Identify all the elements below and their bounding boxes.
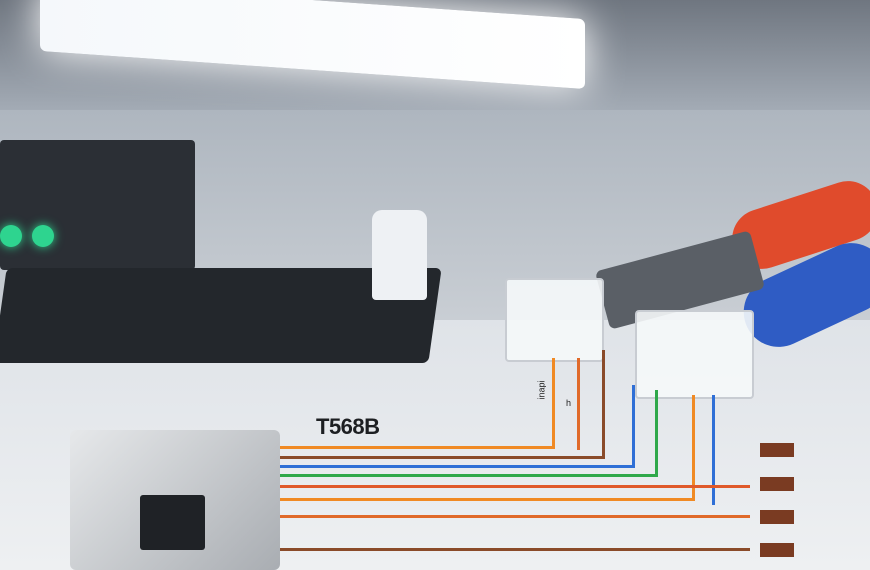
rj45-plug	[635, 310, 754, 399]
small-label: ᴉdɐuᴉ	[537, 380, 548, 400]
wire	[280, 498, 695, 501]
rj45-plug	[505, 278, 604, 362]
wire	[280, 485, 750, 488]
wiring-standard-label: T568B	[316, 414, 380, 439]
wire	[280, 548, 750, 551]
small-label: h	[566, 398, 572, 408]
wire	[280, 465, 635, 468]
wire	[280, 446, 555, 449]
wire	[632, 385, 635, 465]
jack-port	[140, 495, 205, 550]
wire-terminal	[760, 510, 794, 524]
wire	[552, 358, 555, 448]
wire-terminal	[760, 543, 794, 557]
wire	[692, 395, 695, 500]
wire	[602, 350, 605, 458]
wire-terminal	[760, 443, 794, 457]
status-led	[0, 225, 22, 247]
wire	[280, 474, 658, 477]
network-switch	[0, 140, 195, 270]
wire	[655, 390, 658, 475]
bottle	[372, 210, 427, 300]
wire	[712, 395, 715, 505]
wire	[280, 515, 750, 518]
wire	[280, 456, 605, 459]
status-led	[32, 225, 54, 247]
wire-terminal	[760, 477, 794, 491]
wire	[577, 358, 580, 450]
